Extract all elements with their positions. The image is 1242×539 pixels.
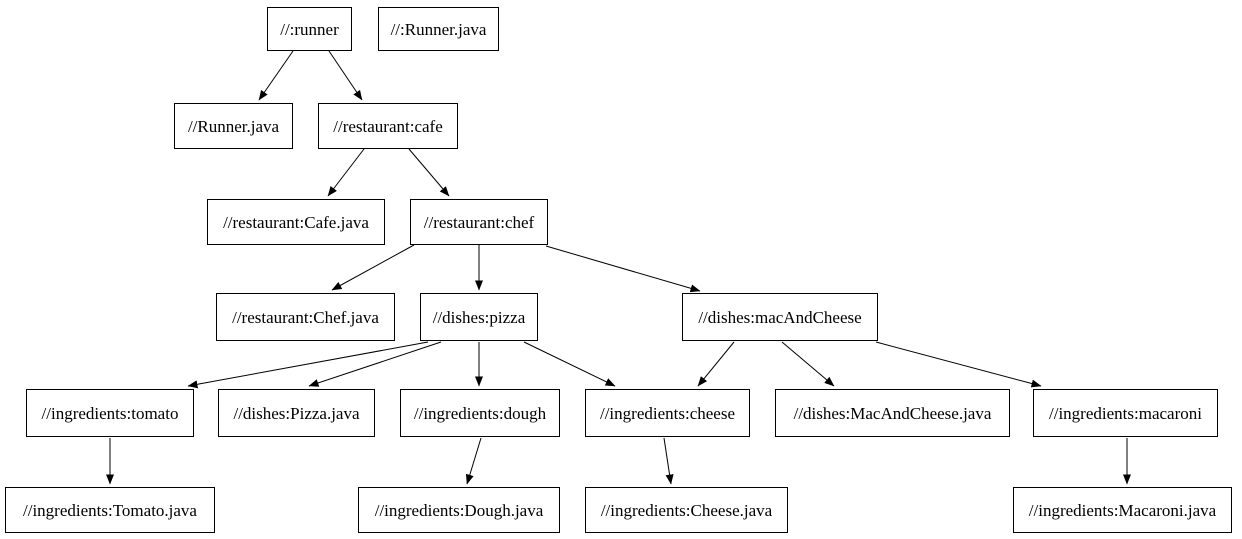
node-cafe-java: //restaurant:Cafe.java: [207, 199, 385, 245]
node-chef: //restaurant:chef: [410, 199, 548, 245]
node-cheese-java: //ingredients:Cheese.java: [585, 487, 788, 533]
edge-chef-to-macandcheese: [545, 245, 701, 293]
edge-pizza-to-cheese: [523, 341, 616, 387]
node-cafe: //restaurant:cafe: [318, 103, 458, 149]
edge-macandcheese-to-cheese: [697, 341, 735, 387]
node-macandcheese: //dishes:macAndCheese: [682, 293, 878, 341]
node-tomato: //ingredients:tomato: [26, 389, 194, 437]
edge-dough-to-dough-java: [465, 437, 482, 485]
node-macandcheese-java: //dishes:MacAndCheese.java: [775, 389, 1010, 437]
node-dough-java: //ingredients:Dough.java: [358, 487, 560, 533]
node-cheese: //ingredients:cheese: [585, 389, 750, 437]
node-runner-java-top: //:Runner.java: [378, 7, 499, 51]
node-macaroni-java: //ingredients:Macaroni.java: [1013, 487, 1232, 533]
node-runner-java: //Runner.java: [174, 103, 293, 149]
node-macaroni: //ingredients:macaroni: [1033, 389, 1218, 437]
edge-chef-to-chef-java: [331, 244, 415, 291]
edge-cafe-to-chef: [408, 148, 450, 197]
node-tomato-java: //ingredients:Tomato.java: [5, 487, 215, 533]
edge-cafe-to-cafe-java: [327, 148, 365, 197]
node-chef-java: //restaurant:Chef.java: [216, 293, 395, 341]
edge-cheese-to-cheese-java: [663, 437, 674, 485]
edge-macandcheese-to-macaroni: [875, 341, 1042, 388]
node-runner: //:runner: [267, 7, 352, 51]
edge-pizza-to-pizza-java: [308, 341, 442, 387]
edge-runner-to-runner-java: [258, 50, 294, 101]
edge-pizza-to-tomato: [187, 341, 429, 389]
node-pizza: //dishes:pizza: [420, 293, 538, 341]
node-dough: //ingredients:dough: [400, 389, 560, 437]
edge-runner-to-cafe: [328, 50, 363, 101]
edge-macandcheese-to-macandcheese-java: [781, 341, 835, 387]
node-pizza-java: //dishes:Pizza.java: [218, 389, 375, 437]
